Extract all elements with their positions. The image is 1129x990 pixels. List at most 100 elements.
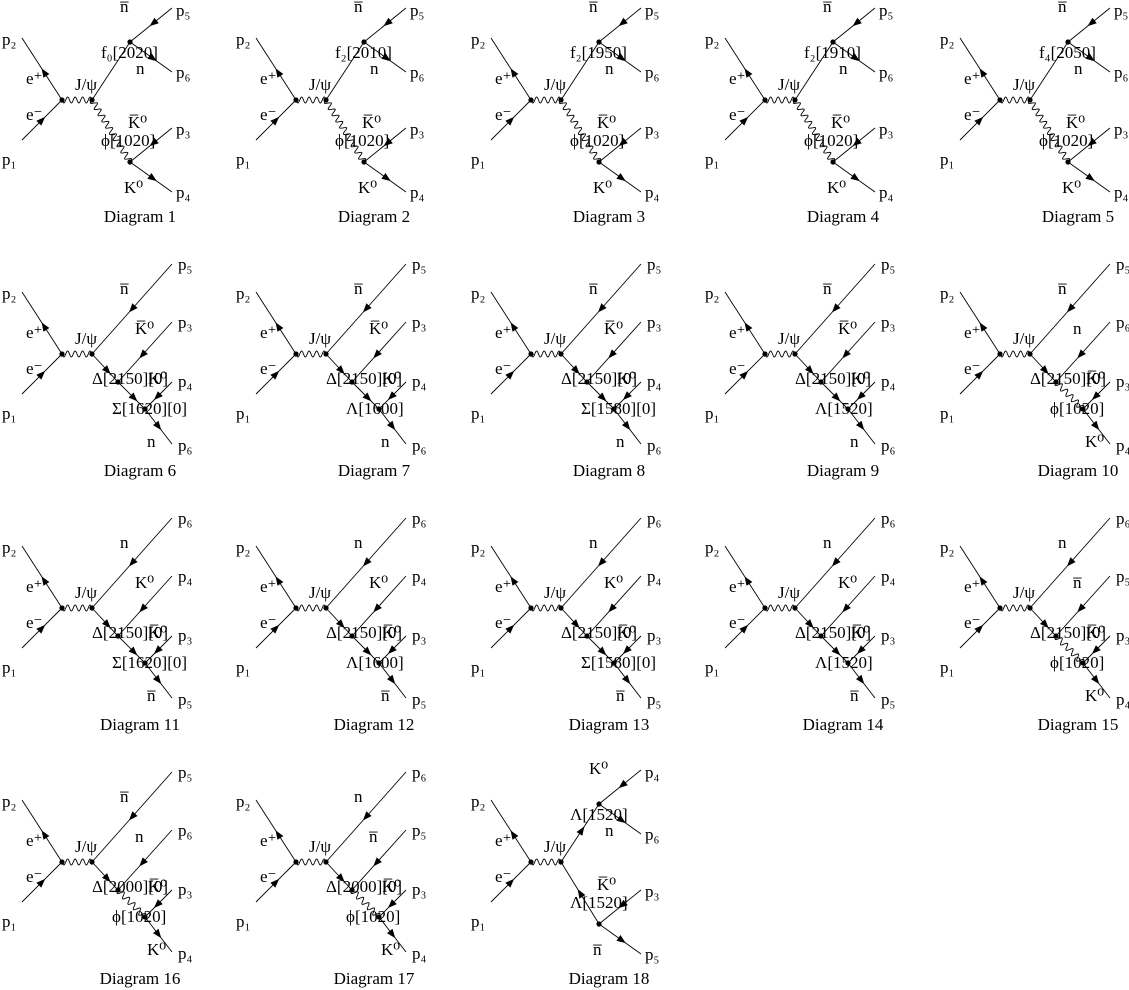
label-j-psi: J/ψ: [778, 75, 800, 94]
lower-resonance-photon: [1027, 99, 1071, 163]
label-b2: K⁰: [358, 178, 377, 197]
label-upper-resonance: f₂[2010]: [335, 43, 392, 62]
label-a1: K⁰: [589, 759, 608, 778]
outgoing-a2-line-arrow: [852, 137, 862, 147]
label-electron: e⁻: [729, 359, 746, 378]
label-o2-momentum: p₄: [881, 567, 896, 586]
outgoing-a2-line-arrow: [149, 137, 159, 147]
chain-resonance-1-line-arrow: [335, 619, 345, 629]
outgoing-o4-line-arrow: [1090, 674, 1100, 685]
chain-resonance-2-line-arrow: [362, 392, 372, 402]
label-p1: p₁: [2, 912, 16, 931]
outgoing-o2-line-arrow: [373, 349, 382, 359]
label-p1: p₁: [236, 912, 250, 931]
label-p2: p₂: [2, 538, 16, 557]
label-b1: n: [839, 59, 848, 78]
label-electron: e⁻: [260, 867, 277, 886]
label-o1: n: [823, 533, 832, 552]
label-o3: K̅⁰: [382, 877, 401, 896]
label-j-psi: J/ψ: [75, 75, 97, 94]
label-o2-momentum: p₃: [412, 313, 427, 332]
label-o4: K⁰: [381, 940, 400, 959]
label-positron: e⁺: [964, 323, 981, 342]
label-upper-resonance: f₄[2050]: [1039, 43, 1096, 62]
label-b1: n: [370, 59, 379, 78]
label-p1: p₁: [471, 658, 485, 677]
j-psi-propagator: [61, 858, 93, 866]
label-lower-resonance: ϕ[1020]: [335, 131, 389, 150]
label-chain-resonance-1: Δ[2150][0]: [795, 369, 871, 388]
outgoing-b1-line-arrow: [850, 53, 860, 62]
diagram-caption: Diagram 2: [338, 207, 410, 226]
label-a2-momentum: p₃: [410, 120, 425, 139]
label-p2: p₂: [471, 284, 485, 303]
label-chain-resonance-2: ϕ[1020]: [346, 907, 400, 926]
label-o4: K⁰: [147, 940, 166, 959]
label-b2: K⁰: [1062, 178, 1081, 197]
label-o2: K̅⁰: [135, 319, 154, 338]
label-a1: n̅: [353, 0, 363, 16]
outgoing-a2-line-arrow: [383, 137, 393, 147]
label-b1-momentum: p₆: [176, 63, 191, 82]
label-electron: e⁻: [964, 105, 981, 124]
incoming-positron-line-arrow: [41, 576, 50, 586]
label-o3: K⁰: [382, 369, 401, 388]
ee-vertex: [528, 605, 534, 611]
label-chain-resonance-1: Δ[2150][0]: [92, 369, 168, 388]
ee-vertex: [59, 97, 65, 103]
label-chain-resonance-1: Δ[2150][0]: [326, 369, 402, 388]
label-a1-momentum: p₅: [645, 1, 660, 20]
chain-resonance-2-line-arrow: [128, 392, 138, 402]
label-p1: p₁: [471, 912, 485, 931]
label-chain-resonance-2: Λ[1600]: [346, 653, 404, 672]
label-o4: n̅: [615, 686, 625, 705]
outgoing-o2-line-arrow: [373, 857, 382, 867]
label-o4-momentum: p₄: [178, 944, 193, 963]
diagram-caption: Diagram 11: [100, 715, 180, 734]
label-o1-momentum: p₆: [412, 763, 427, 782]
j-psi-propagator: [764, 604, 796, 612]
j-psi-propagator: [999, 604, 1031, 612]
ee-vertex: [59, 605, 65, 611]
outgoing-o1-line-arrow: [598, 557, 607, 567]
label-j-psi: J/ψ: [544, 837, 566, 856]
label-j-psi: J/ψ: [309, 583, 331, 602]
label-o2: n̅: [368, 827, 378, 846]
label-o4-momentum: p₄: [1116, 436, 1129, 455]
outgoing-o3-line-arrow: [856, 391, 866, 401]
outgoing-o1-line-arrow: [129, 557, 138, 567]
label-a1-momentum: p₅: [410, 1, 425, 20]
upper-resonance-line: [1029, 41, 1069, 101]
label-o1-momentum: p₅: [1116, 255, 1129, 274]
label-a1-momentum: p₄: [645, 763, 660, 782]
label-o2: K̅⁰: [604, 319, 623, 338]
label-chain-resonance-2: ϕ[1020]: [1050, 653, 1104, 672]
diagram-caption: Diagram 12: [334, 715, 415, 734]
label-o3: K̅⁰: [148, 877, 167, 896]
j-psi-propagator: [295, 350, 327, 358]
label-b2: n̅: [592, 940, 602, 959]
outgoing-b1-line-arrow: [1085, 53, 1095, 62]
label-o2: n: [135, 827, 144, 846]
label-p2: p₂: [705, 30, 719, 49]
label-o2-momentum: p₄: [412, 567, 427, 586]
label-o3: K̅⁰: [851, 623, 870, 642]
label-o1-momentum: p₅: [178, 255, 193, 274]
label-chain-resonance-1: Δ[2000][0]: [326, 877, 402, 896]
label-o1-momentum: p₆: [647, 509, 662, 528]
j-psi-propagator: [999, 96, 1031, 104]
chain-resonance-1-line-arrow: [570, 365, 580, 375]
ee-vertex: [762, 97, 768, 103]
chain-resonance-1-line-arrow: [804, 619, 814, 629]
incoming-electron-line-arrow: [505, 624, 515, 634]
outgoing-b2-line-arrow: [850, 173, 860, 182]
outgoing-o2-line-arrow: [139, 603, 148, 613]
chain-resonance-2-line-arrow: [597, 646, 607, 656]
j-psi-propagator: [61, 350, 93, 358]
label-o2-momentum: p₆: [178, 821, 193, 840]
incoming-positron-line-arrow: [979, 576, 988, 586]
